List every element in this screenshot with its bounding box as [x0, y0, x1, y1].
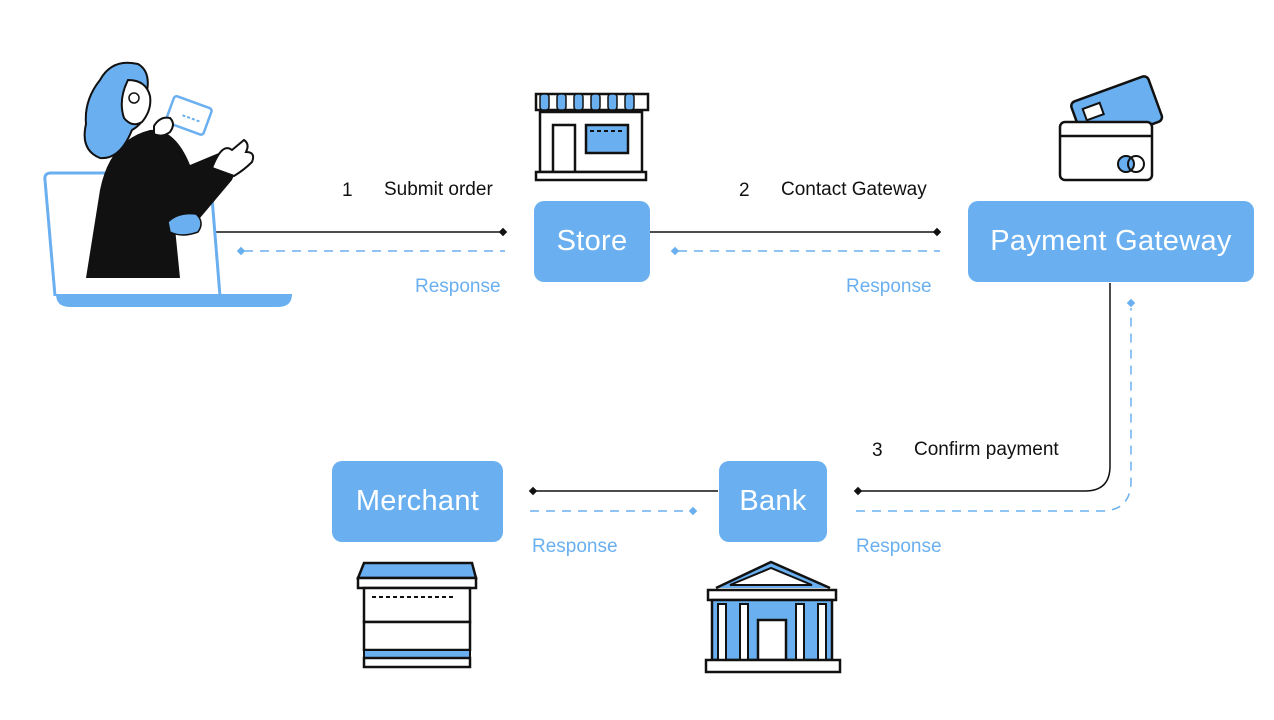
submit-order-arrow — [216, 227, 508, 237]
credit-card-icon — [1058, 75, 1164, 182]
merchant-response-arrow — [530, 506, 698, 516]
step-1-label: Submit order — [384, 179, 493, 200]
merchant-terminal-icon — [356, 561, 478, 669]
bank-icon — [704, 560, 842, 674]
customer-response-arrow — [236, 246, 505, 256]
response-label-customer: Response — [415, 276, 501, 297]
store-icon — [534, 92, 650, 182]
contact-gateway-arrow — [650, 227, 942, 237]
merchant-node: Merchant — [332, 461, 503, 542]
response-label-gateway: Response — [856, 536, 942, 557]
store-response-arrow — [670, 246, 940, 256]
bank-to-merchant-arrow — [528, 486, 718, 496]
step-1-number: 1 — [342, 180, 353, 201]
step-3-label: Confirm payment — [914, 439, 1059, 460]
store-node: Store — [534, 201, 650, 282]
response-label-store: Response — [846, 276, 932, 297]
step-2-number: 2 — [739, 180, 750, 201]
confirm-payment-arrow — [853, 283, 1111, 496]
payment-gateway-node: Payment Gateway — [968, 201, 1254, 282]
step-2-label: Contact Gateway — [781, 179, 927, 200]
bank-node: Bank — [719, 461, 827, 542]
gateway-response-arrow — [856, 298, 1136, 512]
customer-laptop-icon — [43, 61, 292, 307]
response-label-bank: Response — [532, 536, 618, 557]
step-3-number: 3 — [872, 440, 883, 461]
